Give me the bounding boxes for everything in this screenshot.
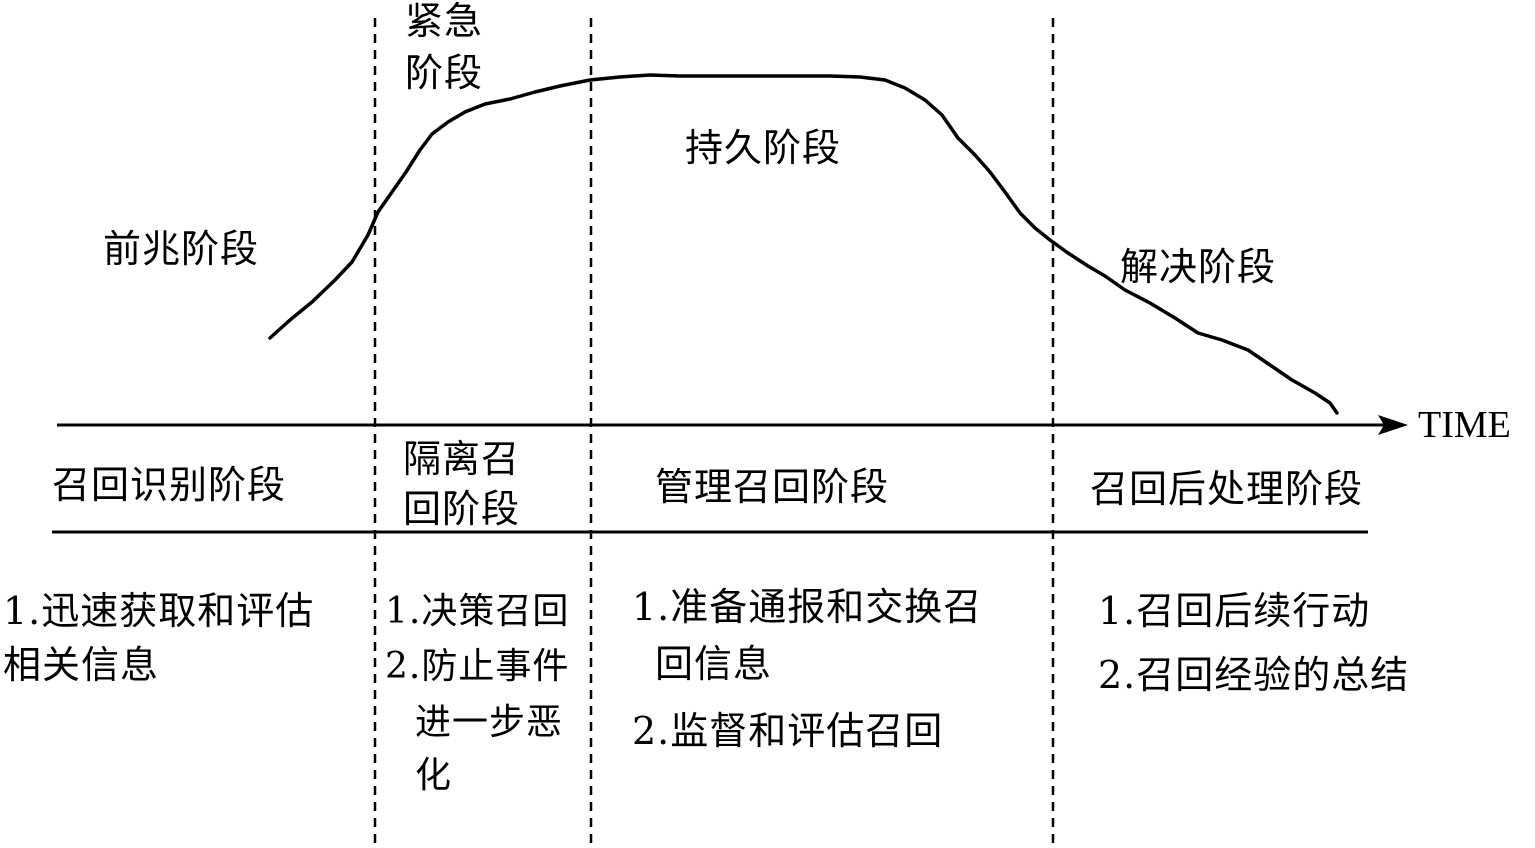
manage-task-line3: 2.监督和评估召回 xyxy=(632,709,944,753)
acute-phase-label-line1: 紧急 xyxy=(405,0,484,43)
identify-task-line2: 相关信息 xyxy=(3,643,160,687)
time-axis-arrow-icon xyxy=(1378,415,1408,435)
isolate-task-line1: 1.决策召回 xyxy=(385,591,570,632)
post-task-line2: 2.召回经验的总结 xyxy=(1098,653,1410,697)
post-task-line1: 1.召回后续行动 xyxy=(1098,589,1371,633)
recall-manage-phase: 管理召回阶段 xyxy=(655,465,890,509)
time-axis-label: TIME xyxy=(1418,404,1511,446)
manage-task-line2: 回信息 xyxy=(655,642,773,686)
recall-isolate-phase-line2: 回阶段 xyxy=(403,487,521,531)
recall-post-phase: 召回后处理阶段 xyxy=(1090,467,1364,511)
manage-task-line1: 1.准备通报和交换召 xyxy=(632,585,983,629)
resolution-phase-label: 解决阶段 xyxy=(1120,245,1277,289)
isolate-task-line3: 进一步恶 xyxy=(415,702,564,743)
acute-phase-label-line2: 阶段 xyxy=(405,51,484,95)
chronic-phase-label: 持久阶段 xyxy=(685,126,842,170)
crisis-curve xyxy=(268,73,1339,415)
isolate-task-line4: 化 xyxy=(415,755,453,796)
prodromal-phase-label: 前兆阶段 xyxy=(103,227,260,271)
recall-identify-phase: 召回识别阶段 xyxy=(52,463,287,507)
identify-task-line1: 1.迅速获取和评估 xyxy=(3,589,315,633)
isolate-task-line2: 2.防止事件 xyxy=(385,646,570,687)
recall-isolate-phase-line1: 隔离召 xyxy=(403,437,521,481)
